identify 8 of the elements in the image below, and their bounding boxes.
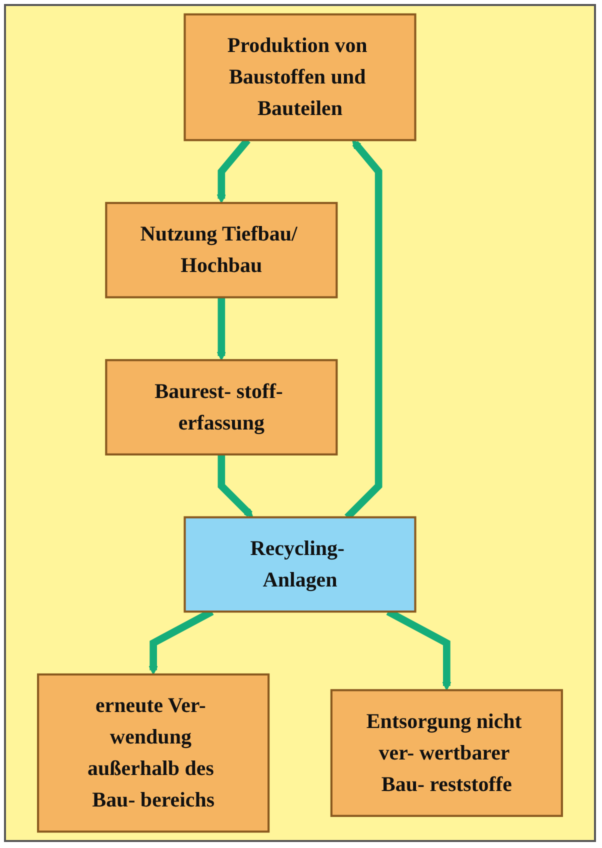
node-box: Entsorgung nicht ver- wertbarer Bau- reststoffe xyxy=(330,689,563,817)
arrow xyxy=(216,297,226,361)
node-box: Baurest- stoff- erfassung xyxy=(105,359,338,456)
node-box: Nutzung Tiefbau/ Hochbau xyxy=(105,202,338,298)
node-box: erneute Ver- wendung außerhalb des Bau- bereichs xyxy=(37,673,270,833)
node-box: Recycling- Anlagen xyxy=(184,516,416,613)
node-box: Produktion von Baustoffen und Bauteilen xyxy=(184,13,416,142)
arrow xyxy=(218,454,254,518)
